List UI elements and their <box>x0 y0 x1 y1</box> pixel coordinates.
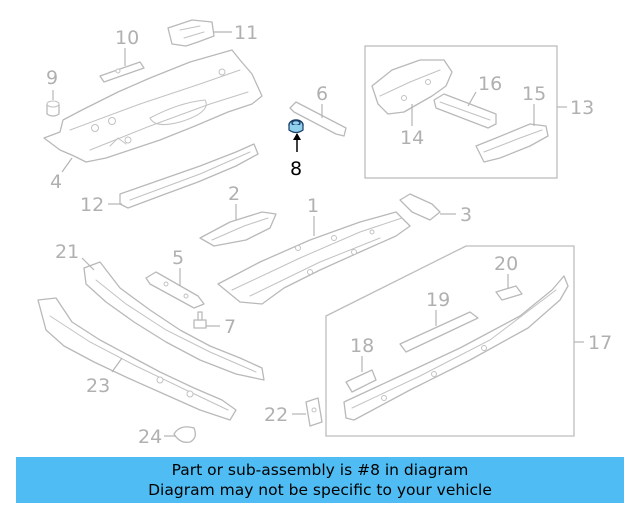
callout-23: 23 <box>86 375 110 397</box>
part-23-member <box>37 297 237 421</box>
callout-24: 24 <box>138 426 162 448</box>
callout-14: 14 <box>400 127 424 149</box>
callout-16: 16 <box>478 73 502 95</box>
part-15-member <box>475 123 549 163</box>
callout-13: 13 <box>570 97 594 119</box>
leader-16 <box>467 91 477 107</box>
callout-22: 22 <box>264 404 288 426</box>
part-4-rear-floor <box>43 49 263 163</box>
callout-15: 15 <box>522 83 546 105</box>
callout-19: 19 <box>426 289 450 311</box>
part-9-plug <box>46 100 60 117</box>
leader-23 <box>111 357 123 373</box>
part-19-reinforcement <box>399 311 479 353</box>
callout-11: 11 <box>234 22 258 44</box>
callout-10: 10 <box>115 27 139 49</box>
group-box-13 <box>364 45 558 179</box>
leader-4 <box>61 157 73 173</box>
info-banner: Part or sub-assembly is #8 in diagram Di… <box>16 457 624 503</box>
part-14-member <box>371 59 453 115</box>
callout-1: 1 <box>307 195 319 217</box>
banner-line-2: Diagram may not be specific to your vehi… <box>148 481 492 499</box>
callout-21: 21 <box>55 241 79 263</box>
part-8-clip <box>288 119 304 134</box>
callout-3: 3 <box>460 204 472 226</box>
leader-21 <box>81 257 95 271</box>
part-7-bolt <box>193 311 207 329</box>
callout-20: 20 <box>494 253 518 275</box>
callout-6: 6 <box>316 83 328 105</box>
callout-4: 4 <box>50 171 62 193</box>
part-24-cover <box>173 426 196 443</box>
part-11-bracket <box>167 19 215 47</box>
part-1-front-floor <box>217 211 411 305</box>
part-17-side-sill <box>343 275 569 421</box>
part-10-bracket <box>99 61 145 83</box>
callout-17: 17 <box>588 332 612 354</box>
callout-7: 7 <box>224 316 236 338</box>
part-12-member <box>119 143 259 209</box>
part-16-rail <box>433 93 497 129</box>
callout-12: 12 <box>80 194 104 216</box>
parts-diagram: 4 9 10 11 12 6 8 13 <box>37 19 612 448</box>
group-box-17 <box>325 245 575 437</box>
part-6-strip <box>289 101 347 137</box>
part-18-pad <box>345 369 377 393</box>
callout-9: 9 <box>46 67 58 89</box>
leader-8-arrow <box>293 133 301 140</box>
callout-8: 8 <box>290 158 302 180</box>
part-20-pad <box>495 285 523 301</box>
part-22-bracket <box>305 397 323 427</box>
banner-line-1: Part or sub-assembly is #8 in diagram <box>171 461 469 479</box>
callout-2: 2 <box>228 183 240 205</box>
part-21-member <box>83 261 265 381</box>
callout-18: 18 <box>350 335 374 357</box>
part-2-panel <box>199 211 277 247</box>
callout-5: 5 <box>172 247 184 269</box>
part-3-bracket <box>399 193 441 221</box>
part-5-bracket <box>145 271 205 309</box>
